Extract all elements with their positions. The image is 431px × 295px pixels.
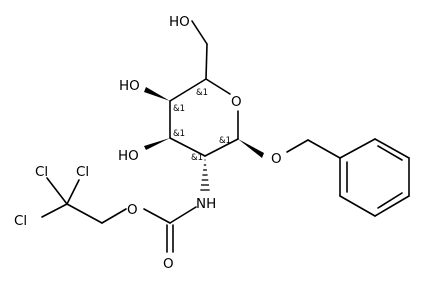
bond-ph-1 xyxy=(339,138,376,159)
bond-carbonyl-o xyxy=(143,208,171,224)
wedge-c1-o xyxy=(238,139,264,158)
wedge-c3-oh xyxy=(144,138,170,150)
bond-ccl3-cl1 xyxy=(46,177,68,205)
atom-cl-3: Cl xyxy=(14,213,27,229)
atom-nh: NH xyxy=(196,196,216,212)
stereo-label-c5: &1 xyxy=(196,88,208,98)
stereo-label-c1: &1 xyxy=(219,136,231,146)
stereo-label-c2: &1 xyxy=(191,153,203,163)
bond-ph-inner-2 xyxy=(377,192,403,209)
bond-c3-c2 xyxy=(169,137,206,157)
stereo-label-c4: &1 xyxy=(173,104,185,114)
atom-ring-o: O xyxy=(231,94,242,110)
bond-ch2-c5 xyxy=(205,43,208,80)
atom-oh-c4: HO xyxy=(119,78,140,94)
bond-oglyco-ch2 xyxy=(286,139,309,153)
bond-ph-inner-1 xyxy=(377,145,403,161)
atom-oh-c3: HO xyxy=(118,148,139,164)
atom-cl-2: Cl xyxy=(76,164,89,180)
bond-ch2-ph xyxy=(307,139,341,159)
bond-o-ch2 xyxy=(191,20,208,45)
wedge-c4-oh xyxy=(144,87,170,101)
atom-carbamate-o: O xyxy=(127,202,138,218)
bond-ph-4 xyxy=(374,195,410,217)
bond-ph-5 xyxy=(339,195,376,217)
bond-oring-c5 xyxy=(205,78,231,95)
atom-glycosidic-o: O xyxy=(271,151,282,167)
hash-c2-n xyxy=(200,159,210,191)
bond-c5-c4 xyxy=(169,78,207,102)
atom-carbonyl-o: O xyxy=(163,256,174,272)
bond-nh-carbonyl xyxy=(169,206,197,224)
bond-o-ch2-trichloro xyxy=(101,208,127,224)
atom-cl-1: Cl xyxy=(35,164,48,180)
bond-ch2-ccl3 xyxy=(66,203,103,224)
stereo-label-c3: &1 xyxy=(173,129,185,139)
bond-ph-2 xyxy=(374,138,410,159)
bond-c2-c1 xyxy=(204,138,239,157)
bond-ccl3-cl2 xyxy=(66,179,80,205)
atom-oh-top: HO xyxy=(169,14,190,30)
bond-ccl3-cl3 xyxy=(41,203,68,218)
